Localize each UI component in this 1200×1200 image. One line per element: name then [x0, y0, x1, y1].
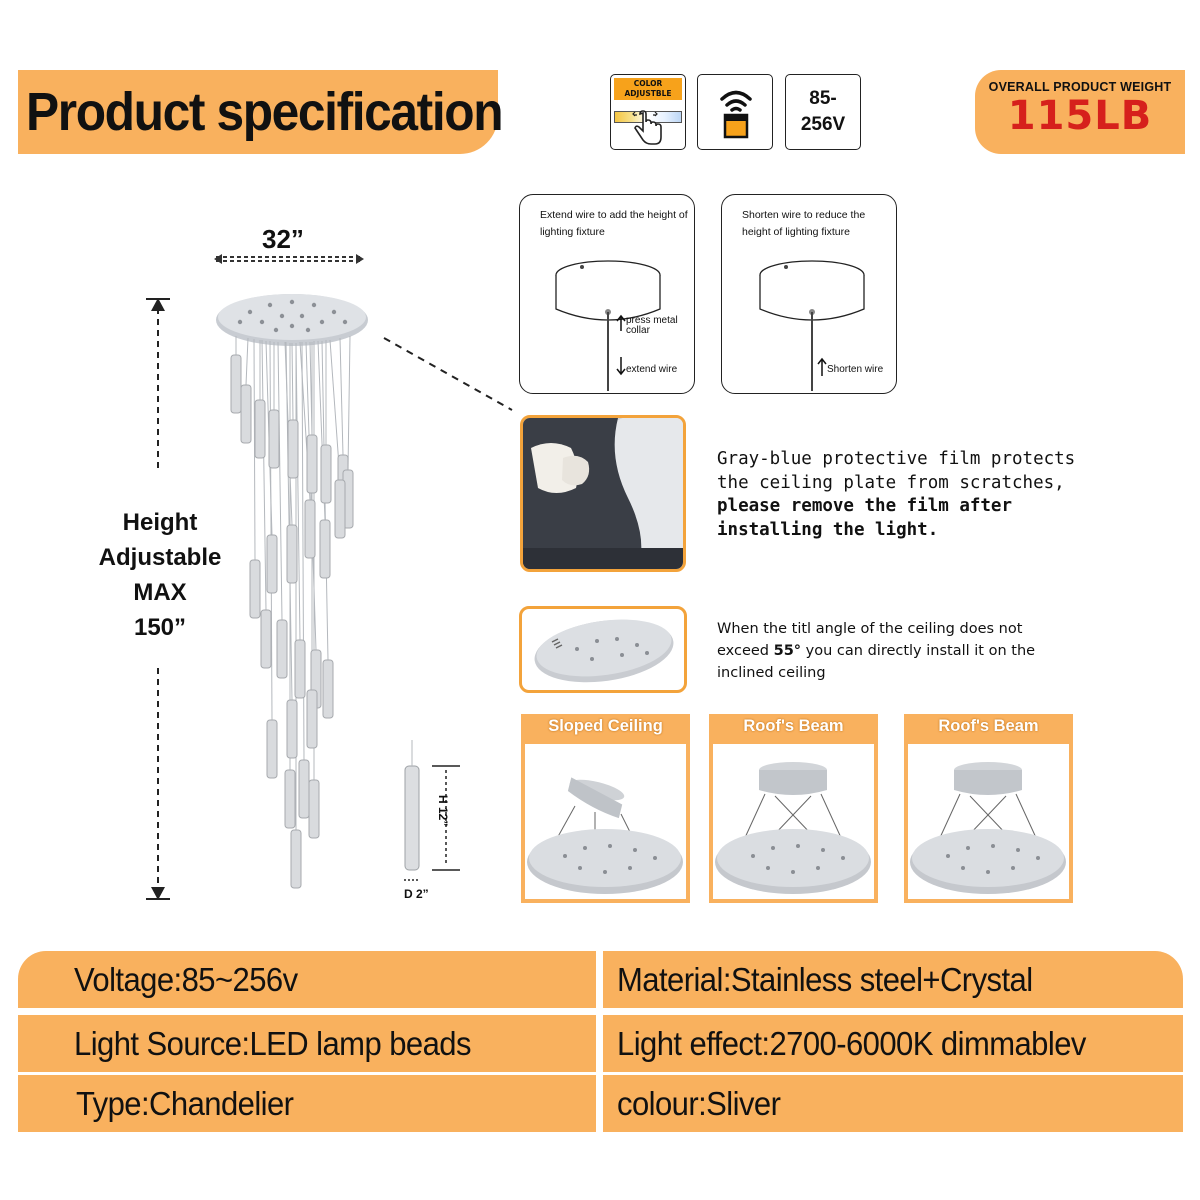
- shorten-wire-card: Shorten wire to reduce the height of lig…: [721, 194, 897, 394]
- spec-light-effect-cell: Light effect:2700-6000K dimmablev: [603, 1015, 1183, 1072]
- protective-film-photo: [520, 415, 686, 572]
- remote-control-badge: [697, 74, 773, 150]
- weight-banner: OVERALL PRODUCT WEIGHT 115LB: [975, 70, 1185, 154]
- tilted-plate-image: [534, 619, 674, 683]
- extend-wire-text: Extend wire to add the height of lightin…: [540, 209, 688, 238]
- chandelier-illustration: [146, 254, 513, 900]
- height-line-3: MAX: [133, 579, 187, 606]
- mount-label: Roof's Beam: [938, 717, 1039, 735]
- shorten-wire-label: Shorten wire: [827, 364, 884, 375]
- extend-wire-label: extend wire: [626, 364, 678, 375]
- tilt-angle-note: When the titl angle of the ceiling does …: [717, 618, 1077, 684]
- shorten-wire-text: Shorten wire to reduce the height of lig…: [742, 209, 866, 238]
- spec-material-cell: Material:Stainless steel+Crystal: [603, 951, 1183, 1008]
- rod-height-label: H 12”: [436, 795, 450, 827]
- height-line-1: Height: [122, 509, 198, 536]
- width-dimension-label: 32”: [262, 224, 304, 254]
- page-title: Product specification: [26, 82, 504, 142]
- spec-light-source: Light Source:LED lamp beads: [74, 1024, 471, 1062]
- film-note-bold: please remove the film after installing …: [717, 496, 1013, 540]
- single-rod-icon: [404, 765, 420, 871]
- press-collar-label: press metal collar: [626, 315, 678, 336]
- spec-type-cell: Type:Chandelier: [18, 1075, 596, 1132]
- tilt-angle-value: 55°: [773, 643, 802, 659]
- width-arrow-icon: [216, 256, 362, 262]
- mount-card-sloped-ceiling: Sloped Ceiling: [521, 714, 690, 903]
- tilt-note-before: When the titl angle of the ceiling does …: [717, 621, 1023, 659]
- finger-touch-icon: [632, 110, 662, 145]
- spec-voltage: Voltage:85~256v: [74, 960, 298, 998]
- protective-film-note: Gray-blue protective film protects the c…: [717, 448, 1077, 542]
- spec-colour: colour:Sliver: [617, 1084, 781, 1122]
- pointer-line: [383, 337, 513, 411]
- tilt-note-after: you can directly install it on the incli…: [717, 643, 1036, 681]
- spec-light-effect: Light effect:2700-6000K dimmablev: [617, 1024, 1086, 1062]
- mount-label: Sloped Ceiling: [548, 717, 663, 735]
- peeling-film-image: [523, 418, 683, 569]
- canopy-extend-icon: [555, 260, 661, 391]
- weight-label: OVERALL PRODUCT WEIGHT: [988, 80, 1172, 94]
- rod-diameter-label: D 2”: [404, 887, 429, 901]
- spec-voltage-cell: Voltage:85~256v: [18, 951, 596, 1008]
- height-adjustable-label: Height Adjustable MAX 150”: [60, 505, 260, 645]
- film-note-plain: Gray-blue protective film protects the c…: [717, 449, 1076, 493]
- canopy-shorten-icon: [759, 260, 865, 391]
- mount-label: Roof's Beam: [743, 717, 844, 735]
- roofs-beam-mount-image: [910, 762, 1066, 894]
- title-banner: Product specification: [18, 70, 504, 154]
- sloped-ceiling-mount-image: [527, 777, 683, 894]
- color-adjustable-label: COLOR ADJUSTBLE: [614, 78, 682, 100]
- mount-card-roofs-beam-1: Roof's Beam: [709, 714, 878, 903]
- tilted-plate-photo: [519, 606, 687, 693]
- spec-colour-cell: colour:Sliver: [603, 1075, 1183, 1132]
- spec-light-source-cell: Light Source:LED lamp beads: [18, 1015, 596, 1072]
- voltage-badge: 85- 256V: [785, 74, 861, 150]
- spec-material: Material:Stainless steel+Crystal: [617, 960, 1033, 998]
- mount-card-roofs-beam-2: Roof's Beam: [904, 714, 1073, 903]
- roofs-beam-mount-image: [715, 762, 871, 894]
- weight-value: 115LB: [1007, 93, 1153, 139]
- color-adjustable-badge: COLOR ADJUSTBLE: [610, 74, 686, 150]
- voltage-badge-text: 85- 256V: [800, 88, 846, 135]
- wifi-remote-icon: [720, 90, 752, 139]
- height-line-2: Adjustable: [98, 544, 222, 571]
- extend-wire-card: Extend wire to add the height of lightin…: [519, 194, 695, 394]
- height-line-4: 150”: [133, 614, 187, 641]
- spec-type: Type:Chandelier: [76, 1084, 294, 1122]
